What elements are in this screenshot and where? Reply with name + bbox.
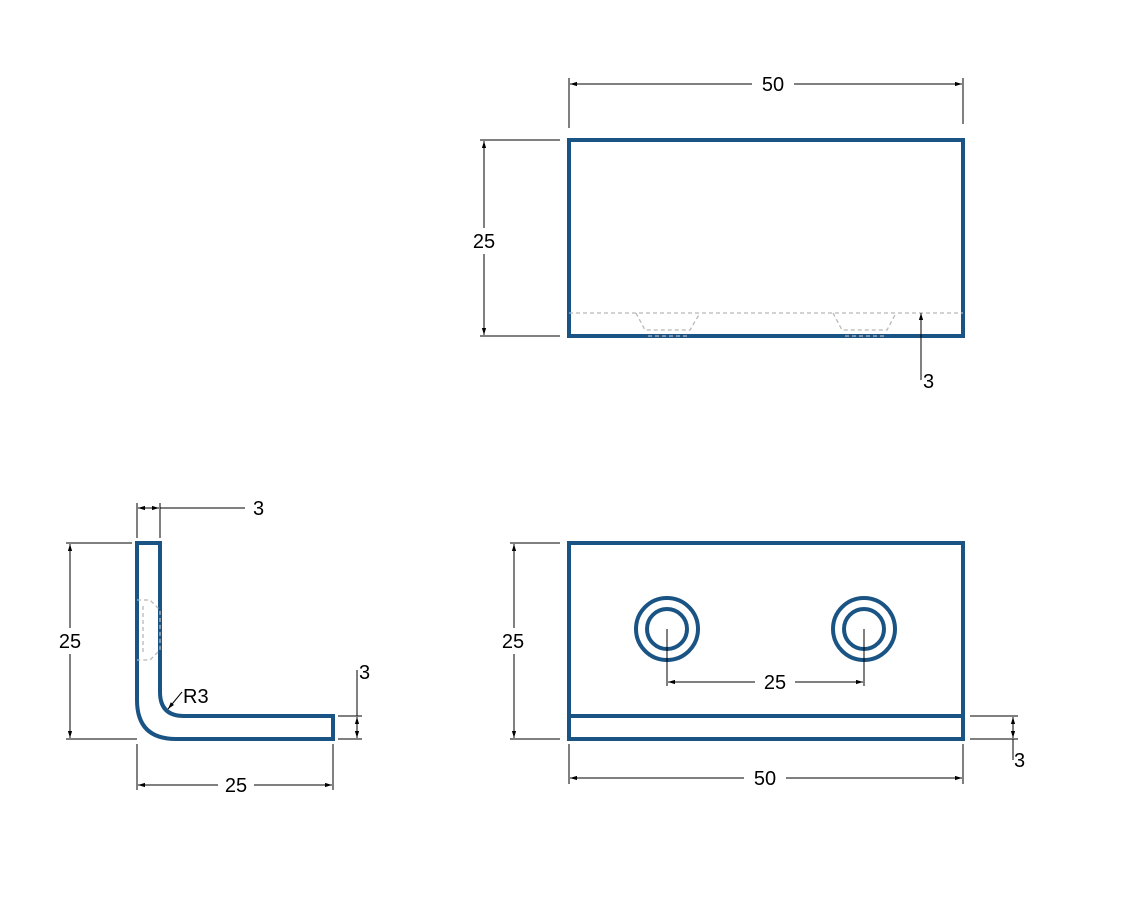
top-view-hidden-countersink-left: [635, 312, 701, 337]
front-hole-spacing-label: 25: [764, 672, 786, 694]
side-flange-label: 3: [359, 662, 370, 684]
front-width-label-bg: [744, 766, 786, 790]
side-view: 3 25 R3 3 25: [54, 498, 370, 797]
side-height-label-bg: [54, 628, 86, 654]
side-radius-label: R3: [183, 686, 209, 708]
front-height-label: 25: [502, 631, 524, 653]
top-height-label: 25: [473, 231, 495, 253]
top-view-outline: [567, 138, 965, 338]
front-hole-spacing-label-bg: [755, 670, 795, 694]
side-radius-leader: [167, 691, 183, 710]
side-height-label: 25: [59, 631, 81, 653]
top-view: 50 25 3: [468, 72, 965, 393]
side-view-l-profile: [135, 541, 335, 741]
front-width-label: 50: [754, 768, 776, 790]
front-view-outline: [567, 541, 965, 741]
top-width-label: 50: [762, 74, 784, 96]
front-thickness-label: 3: [1014, 750, 1025, 772]
side-length-label: 25: [225, 775, 247, 797]
top-height-label-bg: [468, 228, 500, 254]
top-thickness-label: 3: [923, 371, 934, 393]
top-view-hidden-countersink-right: [832, 312, 897, 337]
front-view: 25 25 3 50: [498, 541, 1025, 790]
top-width-label-bg: [752, 72, 794, 96]
front-height-label-bg: [498, 628, 530, 654]
side-view-hidden-countersink: [137, 599, 161, 661]
side-thickness-label: 3: [253, 498, 264, 520]
side-length-label-bg: [218, 773, 254, 797]
